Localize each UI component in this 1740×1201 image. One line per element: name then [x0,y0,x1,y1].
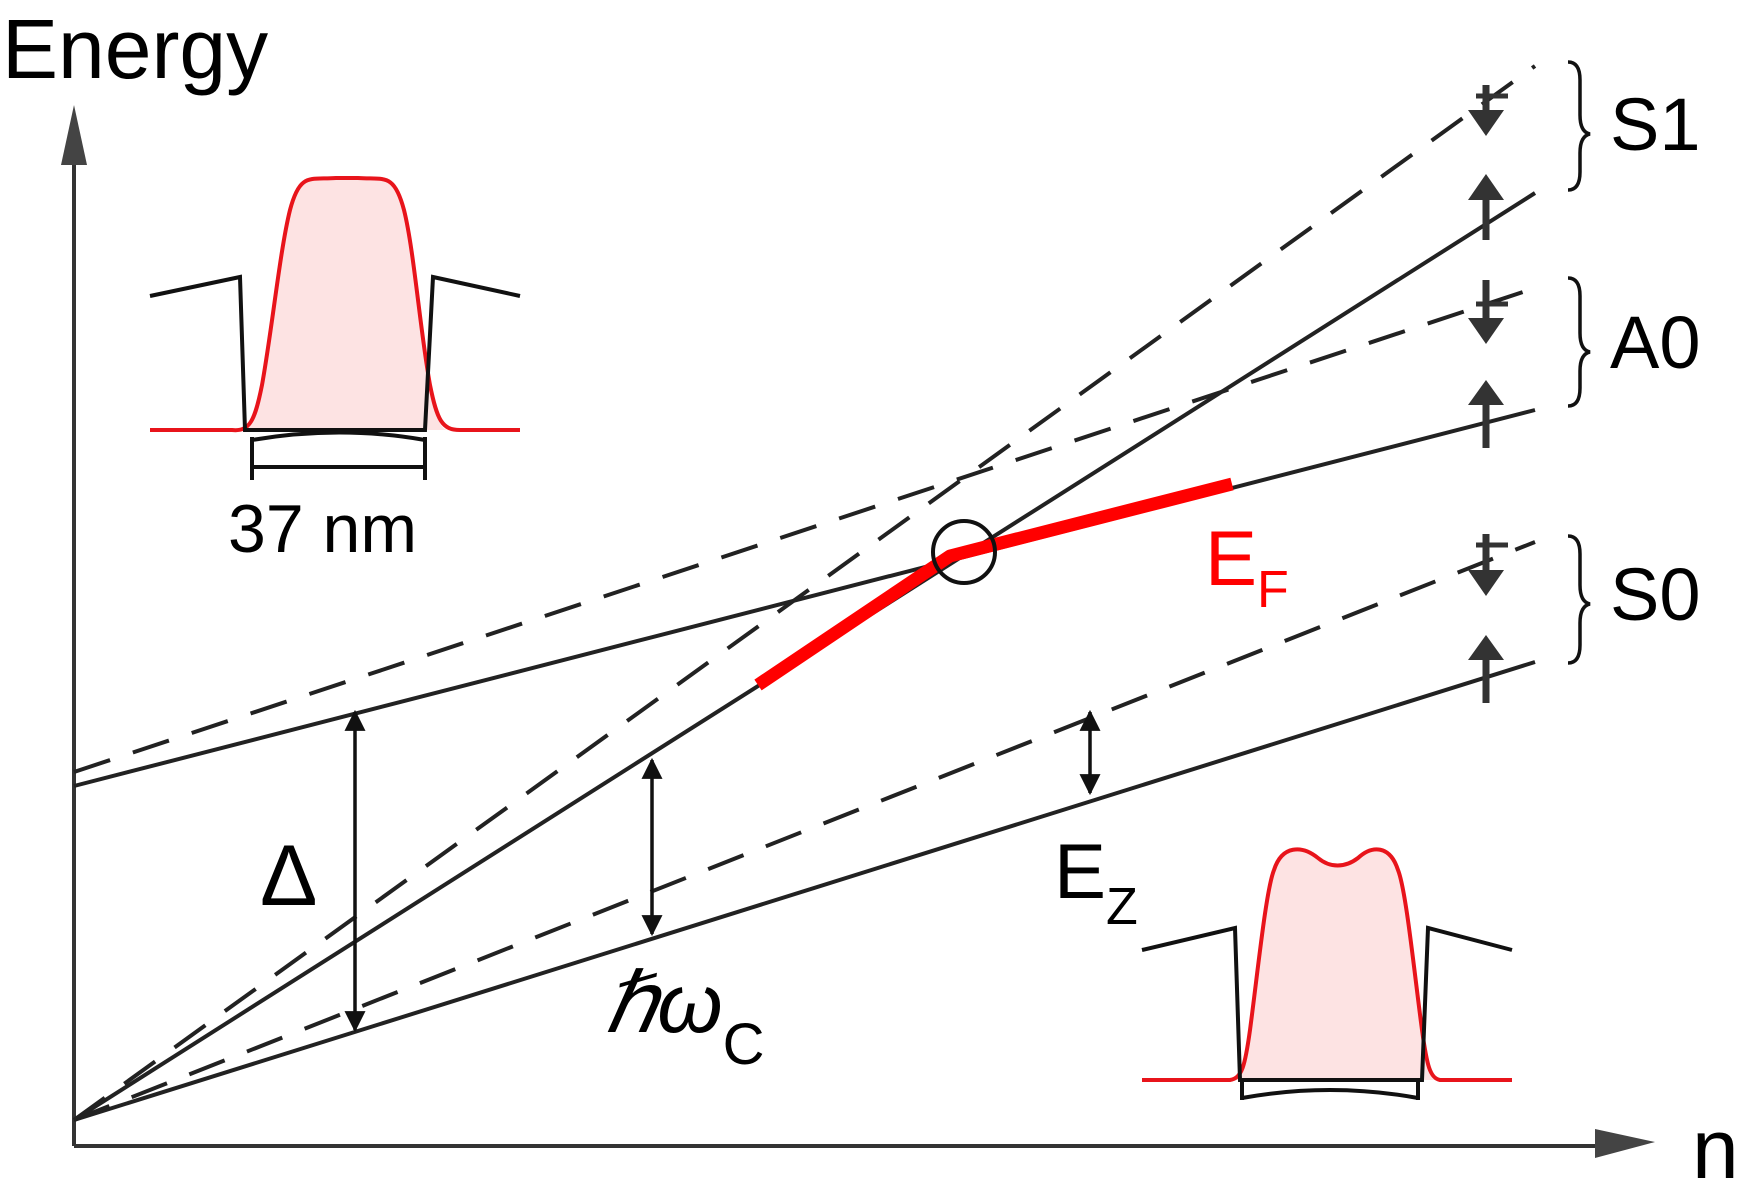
a0-up-level [73,408,1536,788]
gap-arrow: Δ [260,709,366,1033]
a0-down-level [73,286,1536,774]
spin-arrows [1468,85,1508,703]
well-bottom-curve [251,430,426,442]
s0-brace [1567,534,1591,665]
s1-label: S1 [1610,83,1701,166]
s0-label: S0 [1610,553,1701,636]
y-axis-arrow-icon [61,105,87,165]
quantum-well-potential [149,274,521,432]
fermi-level-line [754,477,1234,691]
well-bottom-curve [1241,1088,1419,1100]
arrow-up-icon [1468,174,1504,240]
fermi-label: EF [1205,514,1289,619]
wavefunction-fill [240,178,452,431]
inset-wavefunction-bilayer [1141,847,1513,1100]
cyclotron-arrow: ℏωC [604,757,765,1077]
s1-brace [1567,60,1591,192]
arrow-up-icon [1468,380,1504,448]
brackets: S1 A0 S0 [1567,60,1701,665]
a0-brace [1567,276,1591,408]
fermi-level: EF [754,477,1289,691]
wavefunction-line [150,176,520,433]
cyclotron-label: ℏωC [604,956,765,1077]
circle-marker-icon [931,519,997,585]
a0-label: A0 [1610,301,1701,384]
wavefunction-fill [1230,849,1440,1080]
width-label: 37 nm [228,491,417,567]
arrow-up-icon [1468,635,1504,703]
energy-levels [72,64,1537,1122]
arrow-down-icon [1468,534,1508,596]
wavefunction-line [1142,847,1512,1082]
zeeman-arrow: EZ [1054,709,1138,936]
s1-down-level [72,64,1537,1122]
inset-wavefunction-symmetric: 37 nm [149,176,521,567]
gap-label: Δ [260,828,317,924]
s0-up-level [73,660,1536,1122]
x-axis-label: n [1692,1102,1739,1196]
arrow-down-icon [1468,85,1508,136]
arrow-down-icon [1468,280,1508,344]
y-axis-label: Energy [2,2,268,96]
x-axis-arrow-icon [1595,1129,1655,1158]
quantum-well-potential [1141,925,1513,1082]
s0-down-level [73,540,1536,1122]
zeeman-label: EZ [1054,827,1138,936]
